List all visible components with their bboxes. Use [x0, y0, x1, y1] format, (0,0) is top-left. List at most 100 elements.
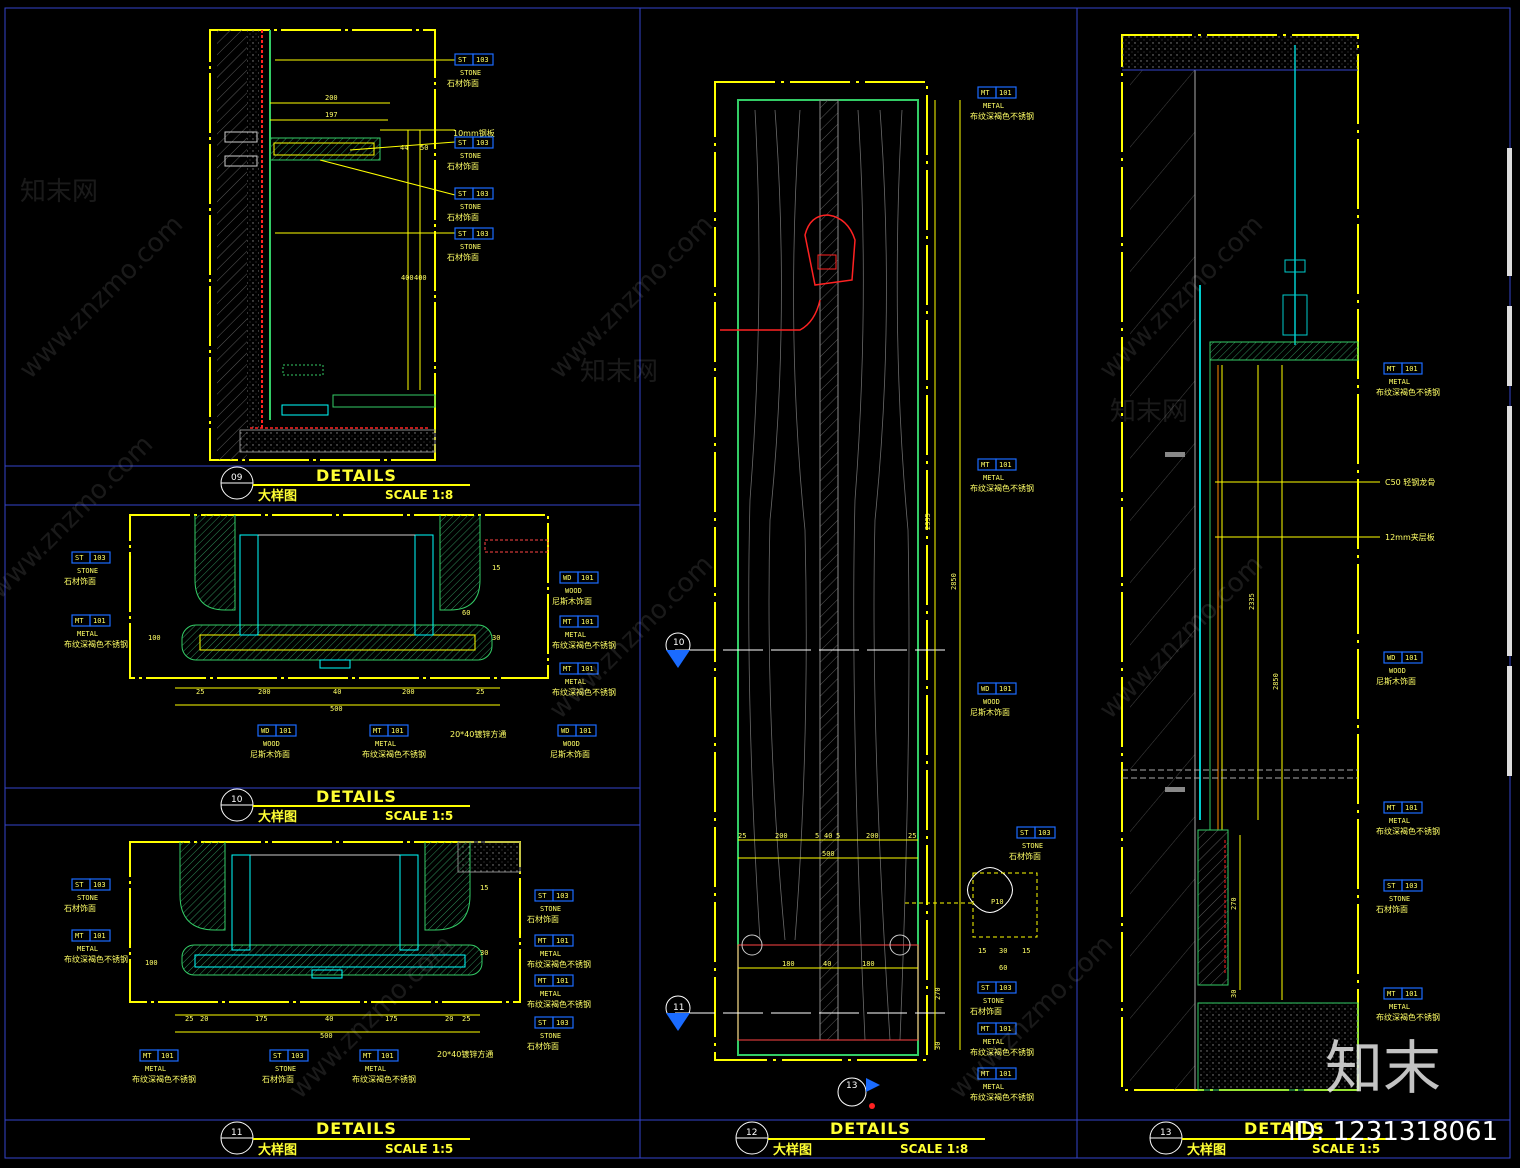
tag-code: MT — [143, 1052, 152, 1060]
d11-dim-7: 500 — [320, 1032, 333, 1040]
tag-number: 103 — [476, 56, 489, 64]
tag-material-en: METAL — [983, 474, 1004, 482]
detail-12-dims: 2335 2850 25 200 5 40 5 200 25 500 180 4… — [738, 513, 1030, 1050]
section-marker-11: 11 — [665, 995, 691, 1031]
tag-material-en: WOOD — [1389, 667, 1406, 675]
tag-number: 103 — [476, 190, 489, 198]
right-edge-ticks — [1507, 148, 1512, 776]
tag-material-cn: 尼斯木饰面 — [552, 596, 592, 606]
d09-dim-2: 400 — [401, 274, 414, 282]
tag-code: ST — [75, 881, 84, 889]
tag-material-en: STONE — [1389, 895, 1410, 903]
detail-10-drawing — [129, 514, 549, 706]
tag-material-en: STONE — [460, 152, 481, 160]
tag-number: 103 — [556, 892, 569, 900]
watermark-cn: 知末网 — [20, 177, 98, 207]
d10-dim-3: 200 — [402, 688, 415, 696]
tag-material-cn: 石材饰面 — [64, 903, 96, 913]
d09-dim-1: 197 — [325, 111, 338, 119]
tag-material-en: STONE — [540, 905, 561, 913]
d13-note-0: C50 轻钢龙骨 — [1385, 477, 1435, 487]
d10-dim-5: 500 — [330, 705, 343, 713]
d12-dim-16: 30 — [999, 947, 1007, 955]
d10-dim-2: 40 — [333, 688, 341, 696]
tag-number: 101 — [579, 727, 592, 735]
tag-material-en: METAL — [983, 1083, 1004, 1091]
tag-material-en: STONE — [77, 567, 98, 575]
tag-number: 101 — [381, 1052, 394, 1060]
tag-number: 101 — [161, 1052, 174, 1060]
detail-09-drawing: 200 197 400 400 50 44 10mm钢板 — [209, 29, 495, 461]
d11-dim-5: 20 — [445, 1015, 453, 1023]
tag-code: MT — [1387, 804, 1396, 812]
svg-text:SCALE 1:5: SCALE 1:5 — [1312, 1142, 1380, 1156]
tag-code: ST — [1020, 829, 1029, 837]
d13-note-1: 12mm夹层板 — [1385, 532, 1435, 542]
d13-dim-0: 2335 — [1248, 593, 1256, 610]
tag-number: 101 — [581, 665, 594, 673]
detail-13-dims: 2335 2850 270 30 — [1230, 593, 1280, 998]
tag-number: 101 — [93, 932, 106, 940]
tag-number: 101 — [999, 1025, 1012, 1033]
svg-text:SCALE 1:5: SCALE 1:5 — [385, 809, 453, 823]
d11-dim-3: 40 — [325, 1015, 333, 1023]
tag-number: 103 — [476, 230, 489, 238]
detail-12-drawing — [675, 81, 1038, 1061]
svg-text:大样图: 大样图 — [258, 488, 297, 504]
svg-text:11: 11 — [673, 1003, 684, 1013]
tag-code: MT — [981, 1070, 990, 1078]
tag-material-cn: 布纹深褐色不锈钢 — [64, 954, 128, 964]
watermark-cn: 知末网 — [1110, 397, 1188, 427]
d12-dim-4: 5 — [815, 832, 819, 840]
tag-code: ST — [458, 56, 467, 64]
tag-code: WD — [261, 727, 269, 735]
tag-material-en: STONE — [983, 997, 1004, 1005]
d10-dim-6: 100 — [148, 634, 161, 642]
detail-13-leaders — [1215, 481, 1380, 538]
svg-text:大样图: 大样图 — [258, 1142, 297, 1158]
d11-dim-2: 175 — [255, 1015, 268, 1023]
tag-number: 101 — [999, 1070, 1012, 1078]
tag-code: MT — [75, 932, 84, 940]
tag-code: WD — [981, 685, 989, 693]
tag-number: 103 — [999, 984, 1012, 992]
tag-material-cn: 石材饰面 — [1009, 851, 1041, 861]
tag-material-cn: 布纹深褐色不锈钢 — [352, 1074, 416, 1084]
watermark-cn: 知末网 — [580, 357, 658, 387]
d09-dim-0: 200 — [325, 94, 338, 102]
d12-dim-1: 2850 — [950, 573, 958, 590]
svg-text:10: 10 — [231, 795, 243, 805]
tag-code: ST — [75, 554, 84, 562]
svg-text:DETAILS: DETAILS — [316, 466, 397, 485]
tag-number: 101 — [1405, 654, 1418, 662]
tag-material-en: WOOD — [565, 587, 582, 595]
tag-material-cn: 石材饰面 — [262, 1074, 294, 1084]
tag-code: ST — [458, 139, 467, 147]
d10-dim-4: 25 — [476, 688, 484, 696]
tag-material-cn: 布纹深褐色不锈钢 — [552, 687, 616, 697]
tag-material-cn: 石材饰面 — [527, 914, 559, 924]
svg-text:11: 11 — [231, 1128, 242, 1138]
title-block-11: 11 DETAILS 大样图 SCALE 1:5 — [220, 1119, 470, 1158]
d12-dim-11: 40 — [823, 960, 831, 968]
tag-code: MT — [563, 665, 572, 673]
tag-material-cn: 石材饰面 — [447, 161, 479, 171]
tag-number: 101 — [556, 977, 569, 985]
tag-number: 101 — [999, 461, 1012, 469]
tag-material-en: STONE — [460, 69, 481, 77]
